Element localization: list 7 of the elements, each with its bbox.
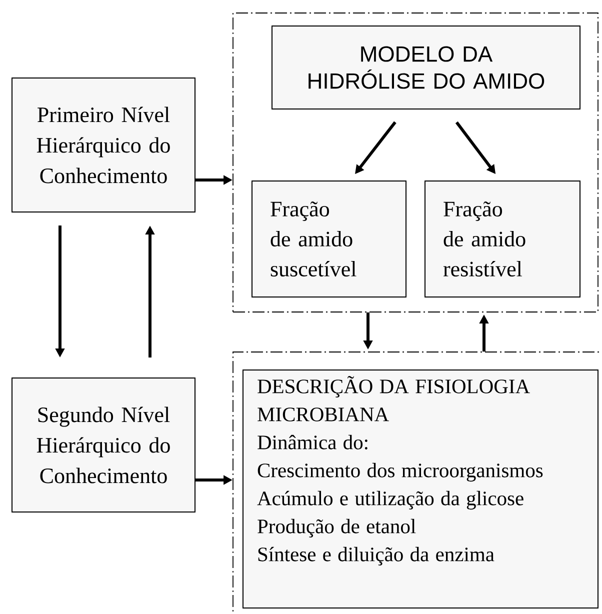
model-box: MODELO DA HIDRÓLISE DO AMIDO xyxy=(272,26,580,110)
fraction-box: Fração de amido resistível xyxy=(424,180,580,298)
knowledge-level-box: Segundo Nível Hierárquico do Conhecimento xyxy=(12,378,196,512)
dashed-frame xyxy=(232,12,598,312)
fraction-box: Fração de amido suscetível xyxy=(252,180,406,298)
knowledge-level-box: Primeiro Nível Hierárquico do Conhecimento xyxy=(12,78,196,212)
description-box: DESCRIÇÃO DA FISIOLOGIA MICROBIANA Dinâmica do: Crescimento dos microorganismos Acúmulo e utilização da glicose Produção de etanol Síntese e diluição da enzima xyxy=(242,370,598,608)
